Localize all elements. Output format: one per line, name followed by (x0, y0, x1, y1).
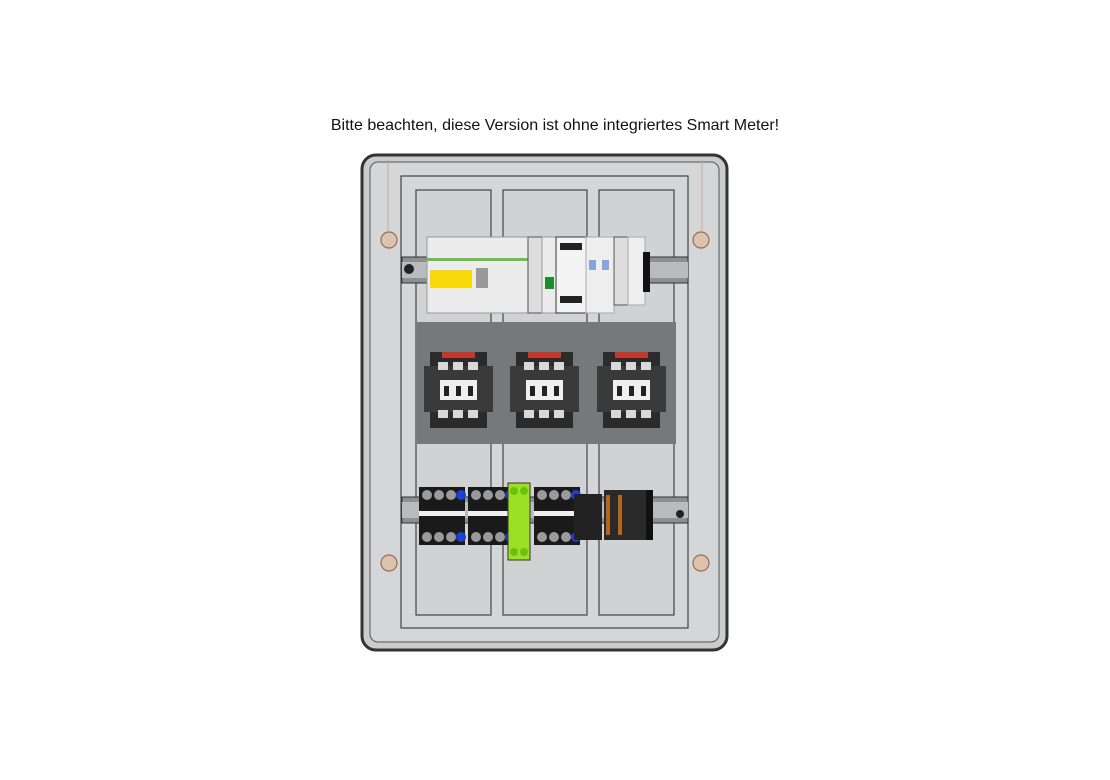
pe-terminal (507, 482, 531, 561)
contactor-3 (597, 352, 666, 428)
screw-icon (380, 231, 710, 572)
contactor-2 (510, 352, 579, 428)
contactor-1 (424, 352, 493, 428)
notice-caption: Bitte beachten, diese Version ist ohne i… (330, 117, 780, 134)
